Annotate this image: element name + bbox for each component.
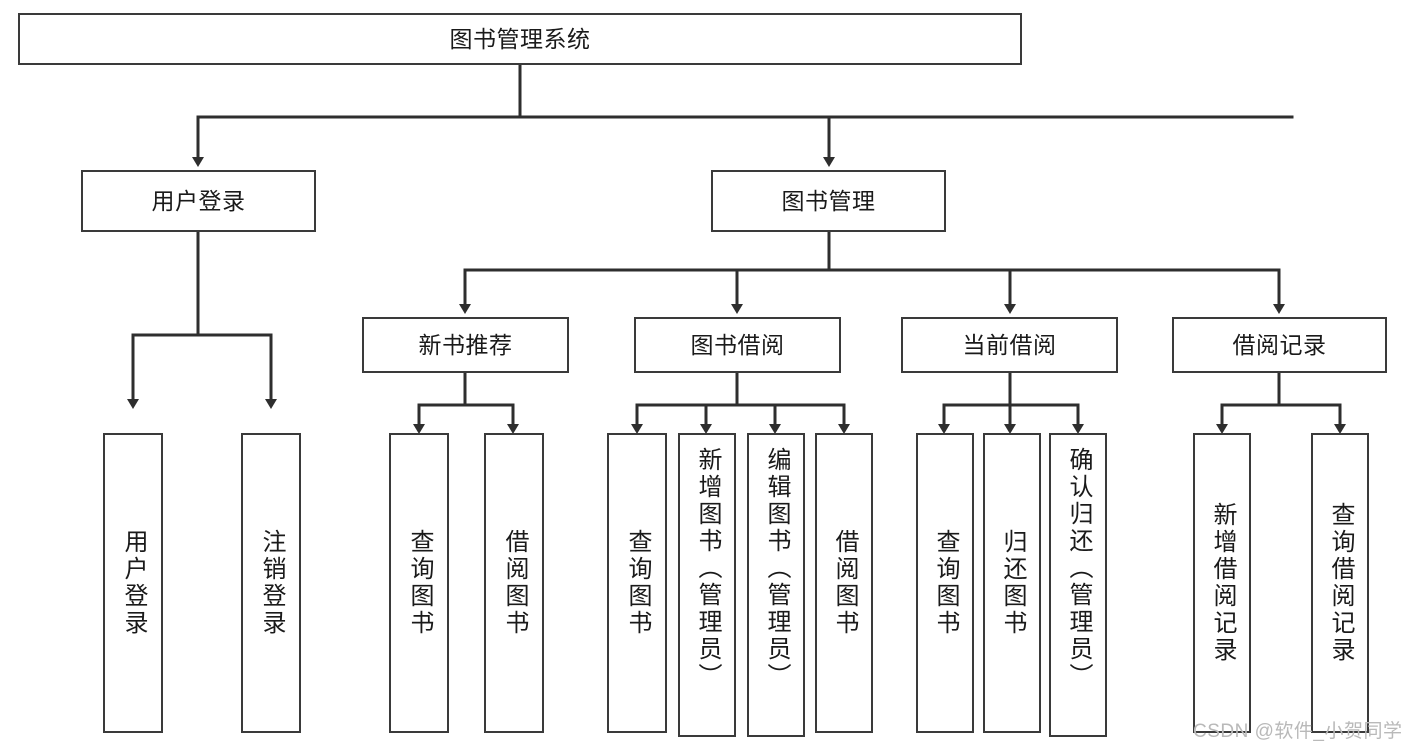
leaf-rec-borrow-book[interactable]: 借阅图书 — [484, 433, 544, 733]
leaf-record-query[interactable]: 查询借阅记录 — [1311, 433, 1369, 733]
leaf-user-login-label: 用户登录 — [120, 529, 147, 637]
leaf-borrow-query-book-label: 查询图书 — [624, 529, 651, 637]
node-borrow-record[interactable]: 借阅记录 — [1172, 317, 1387, 373]
leaf-user-logout[interactable]: 注销登录 — [241, 433, 301, 733]
leaf-record-add-label: 新增借阅记录 — [1209, 502, 1236, 664]
leaf-current-return-book[interactable]: 归还图书 — [983, 433, 1041, 733]
leaf-record-add[interactable]: 新增借阅记录 — [1193, 433, 1251, 733]
leaf-borrow-borrow-book[interactable]: 借阅图书 — [815, 433, 873, 733]
leaf-borrow-add-book[interactable]: 新增图书（管理员） — [678, 433, 736, 737]
node-book-borrow-label: 图书借阅 — [690, 331, 785, 358]
node-new-book-recommend[interactable]: 新书推荐 — [362, 317, 569, 373]
leaf-user-logout-label: 注销登录 — [258, 529, 285, 637]
leaf-current-return-book-label: 归还图书 — [999, 529, 1026, 637]
node-new-book-recommend-label: 新书推荐 — [418, 331, 513, 358]
node-borrow-record-label: 借阅记录 — [1232, 331, 1327, 358]
leaf-current-query-book-label: 查询图书 — [932, 529, 959, 637]
node-user-login[interactable]: 用户登录 — [81, 170, 316, 232]
leaf-rec-borrow-book-label: 借阅图书 — [501, 529, 528, 637]
leaf-current-confirm-return[interactable]: 确认归还（管理员） — [1049, 433, 1107, 737]
node-book-management-label: 图书管理 — [781, 187, 876, 214]
leaf-borrow-borrow-book-label: 借阅图书 — [831, 529, 858, 637]
leaf-current-confirm-return-label: 确认归还（管理员） — [1065, 447, 1092, 690]
leaf-record-query-label: 查询借阅记录 — [1327, 502, 1354, 664]
node-user-login-label: 用户登录 — [151, 187, 246, 214]
leaf-rec-query-book-label: 查询图书 — [406, 529, 433, 637]
node-current-borrow-label: 当前借阅 — [962, 331, 1057, 358]
node-root[interactable]: 图书管理系统 — [18, 13, 1022, 65]
leaf-borrow-add-book-label: 新增图书（管理员） — [694, 447, 721, 690]
leaf-borrow-edit-book[interactable]: 编辑图书（管理员） — [747, 433, 805, 737]
leaf-user-login[interactable]: 用户登录 — [103, 433, 163, 733]
node-book-borrow[interactable]: 图书借阅 — [634, 317, 841, 373]
node-book-management[interactable]: 图书管理 — [711, 170, 946, 232]
leaf-borrow-edit-book-label: 编辑图书（管理员） — [763, 447, 790, 690]
leaf-rec-query-book[interactable]: 查询图书 — [389, 433, 449, 733]
node-root-label: 图书管理系统 — [449, 25, 591, 52]
leaf-borrow-query-book[interactable]: 查询图书 — [607, 433, 667, 733]
node-current-borrow[interactable]: 当前借阅 — [901, 317, 1118, 373]
leaf-current-query-book[interactable]: 查询图书 — [916, 433, 974, 733]
csdn-watermark: CSDN @软件_小贺同学 — [1193, 721, 1403, 742]
